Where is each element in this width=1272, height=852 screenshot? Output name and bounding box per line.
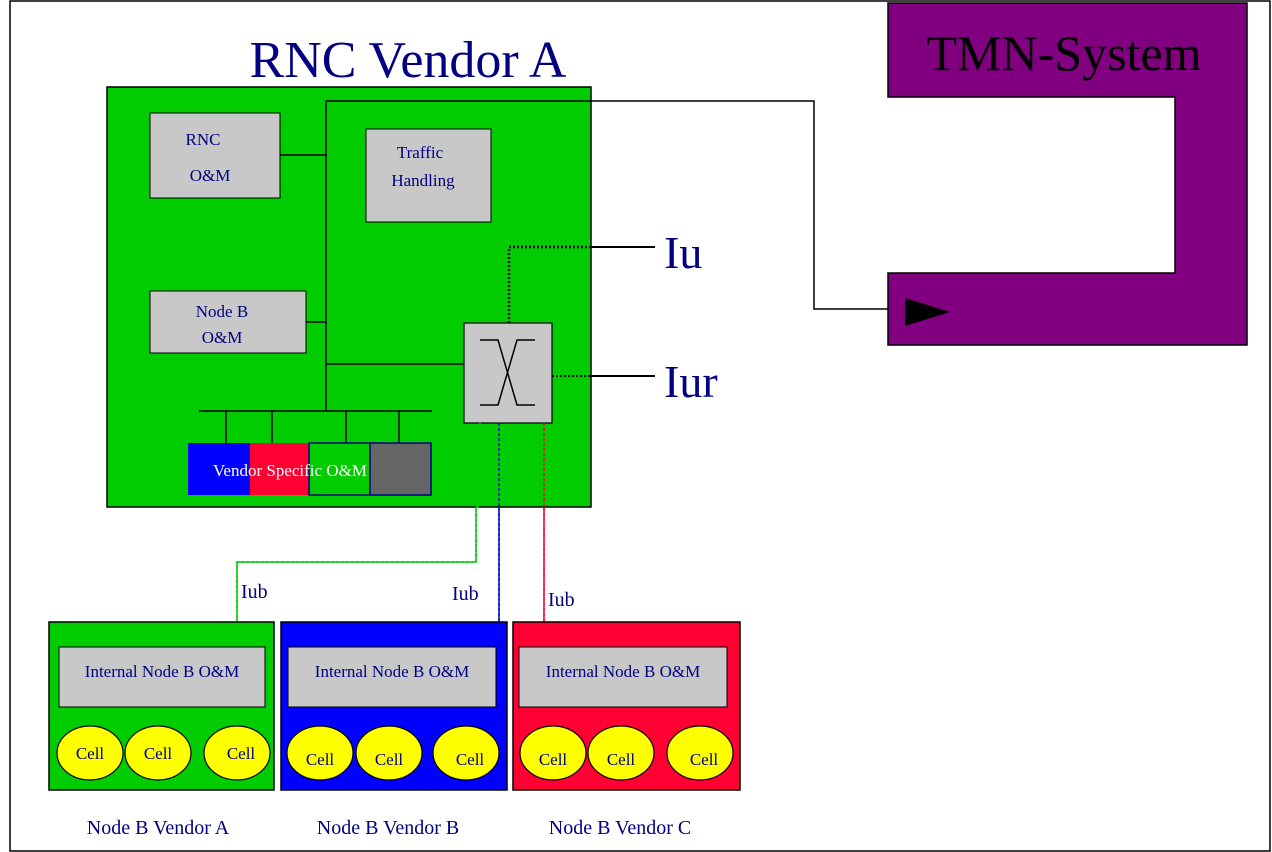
iu-label: Iu (664, 227, 702, 278)
traffic-handling-line2: Handling (391, 171, 455, 190)
cell-label: Cell (539, 750, 568, 769)
traffic-handling-line1: Traffic (397, 143, 444, 162)
iur-label: Iur (664, 356, 718, 407)
tmn-connection-line (326, 100, 928, 310)
iub-label-vendor-a: Iub (241, 581, 268, 603)
cell-label: Cell (144, 744, 173, 763)
nodeb-om-box (149, 290, 307, 354)
cell-icon (519, 725, 587, 781)
cell-label: Cell (690, 750, 719, 769)
tmn-system-title: TMN-System (927, 25, 1202, 81)
rnc-title: RNC Vendor A (250, 32, 567, 89)
cell-label: Cell (76, 744, 105, 763)
cell-icon (124, 725, 192, 781)
cell-icon (432, 725, 500, 781)
arrow-icon (905, 298, 950, 326)
node-b-vendor-b: Internal Node B O&M Cell Cell Cell (280, 621, 508, 791)
vendor-specific-om-label: Vendor Specific O&M (213, 461, 367, 480)
cell-label: Cell (375, 750, 404, 769)
cell-icon (666, 725, 734, 781)
cell-label: Cell (607, 750, 636, 769)
node-b-vendor-b-caption: Node B Vendor B (317, 817, 459, 839)
rnc-om-label-line2: O&M (190, 166, 231, 185)
switch-icon (480, 339, 535, 406)
rnc-om-box (149, 112, 281, 199)
internal-bus (199, 101, 463, 443)
cell-icon (286, 725, 354, 781)
node-b-vendor-a-caption: Node B Vendor A (87, 817, 230, 839)
cell-icon (56, 725, 124, 781)
nodeb-om-line2: O&M (202, 328, 243, 347)
iub-label-vendor-b: Iub (452, 583, 479, 605)
node-b-vendor-a: Internal Node B O&M Cell Cell Cell (48, 621, 275, 791)
internal-om-label: Internal Node B O&M (315, 662, 469, 681)
cell-label: Cell (227, 744, 256, 763)
iub-label-vendor-c: Iub (548, 589, 575, 611)
iu-internal-link (507, 245, 590, 323)
internal-om-label: Internal Node B O&M (546, 662, 700, 681)
vendor-specific-om-bar: Vendor Specific O&M (188, 442, 432, 496)
nodeb-om-line1: Node B (196, 302, 248, 321)
cell-label: Cell (456, 750, 485, 769)
iub-link-vendor-a-solid (236, 507, 477, 622)
cell-icon (203, 725, 271, 781)
cell-icon (587, 725, 655, 781)
node-b-vendor-c-caption: Node B Vendor C (549, 817, 691, 839)
tmn-system-block (887, 2, 1248, 346)
cell-icon (355, 725, 423, 781)
internal-om-label: Internal Node B O&M (85, 662, 239, 681)
traffic-handling-box (365, 128, 492, 223)
rnc-om-label-line1: RNC (186, 130, 221, 149)
cell-label: Cell (306, 750, 335, 769)
node-b-vendor-c: Internal Node B O&M Cell Cell Cell (512, 621, 741, 791)
